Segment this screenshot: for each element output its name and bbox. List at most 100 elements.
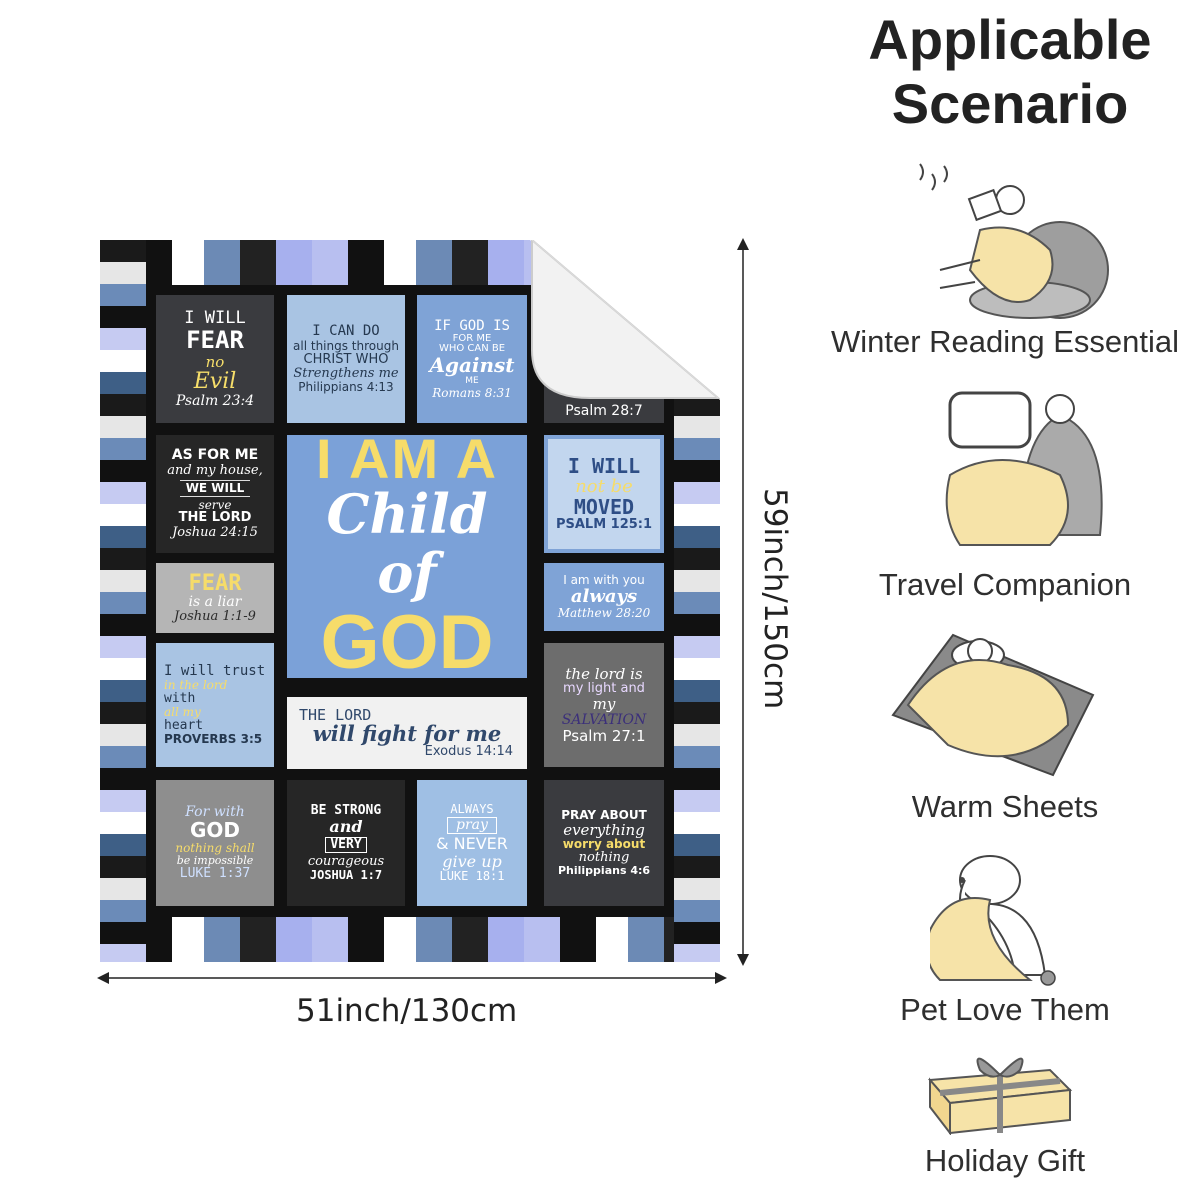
reading-icon [919, 163, 1109, 319]
tile-text: Evil [193, 368, 237, 394]
blanket-panel: I WILL FEAR no Evil Psalm 23:4 I CAN DO … [146, 285, 674, 917]
tile-text: the lord is [565, 665, 643, 684]
tile-text: CHRIST WHO [303, 351, 389, 367]
height-dimension-label: 59inch/150cm [757, 488, 793, 710]
tile-text: Philippians 4:6 [557, 864, 651, 878]
blanket-border-bottom [100, 908, 720, 962]
gift-icon [927, 1057, 1073, 1135]
tile-text: PSALM 125:1 [555, 517, 653, 533]
height-arrow [737, 238, 749, 966]
tile-text: IF GOD IS [434, 317, 510, 334]
tile-text: serve [198, 497, 232, 512]
scenario-item-gift: Holiday Gift [820, 1045, 1190, 1185]
center-text-line1: I AM A [315, 435, 499, 490]
scenario-title-line2: Scenario [891, 72, 1129, 135]
tile-text: LUKE 1:37 [179, 865, 251, 881]
tile-the-lord-is-my-light: the lord is my light and my SALVATION Ps… [544, 643, 664, 767]
scenario-title: Applicable Scenario [800, 8, 1200, 136]
tile-text: Exodus 14:14 [424, 744, 513, 760]
tile-text: SALVATION [561, 711, 647, 728]
tile-text: VERY [325, 837, 367, 854]
tile-text: all things through [293, 338, 399, 353]
tile-text: give up [442, 851, 502, 871]
tile-for-with-god: For with GOD nothing shall be impossible… [156, 780, 274, 906]
tile-text: MOVED [573, 494, 635, 519]
tile-as-for-me: AS FOR ME and my house, WE WILL serve TH… [156, 435, 274, 553]
tile-always-pray: ALWAYS pray & NEVER give up LUKE 18:1 [417, 780, 527, 906]
tile-text: ALWAYS [450, 802, 494, 817]
tile-text: I am with you [563, 573, 645, 588]
tile-text: GOD [189, 818, 241, 843]
tile-text: Philippians 4:13 [298, 379, 394, 394]
width-dimension-label: 51inch/130cm [296, 993, 518, 1029]
tile-text: Psalm 27:1 [562, 726, 646, 745]
tile-text: JOSHUA 1:7 [309, 868, 383, 883]
scenario-label: Pet Love Them [900, 992, 1110, 1027]
tile-text: Joshua 24:15 [172, 524, 258, 540]
tile-text: I WILL [184, 308, 246, 329]
tile-text: will fight for me [312, 720, 502, 746]
center-text-line3: GOD [320, 600, 494, 678]
tile-text: Psalm 28:7 [565, 402, 643, 419]
tile-text: not be [575, 476, 633, 498]
tile-text: worry about [562, 837, 646, 852]
tile-text: and my house, [167, 462, 263, 478]
tile-text: in the lord [164, 678, 228, 693]
tile-text: For with [185, 804, 245, 821]
tile-text: I will trust [164, 662, 266, 679]
tile-text: all my [164, 705, 201, 720]
tile-text: no [205, 352, 225, 371]
tile-text: be impossible [176, 853, 254, 867]
tile-text: AS FOR ME [171, 447, 259, 464]
tile-i-will-trust: I will trust in the lord with all my hea… [156, 643, 274, 767]
tile-text: ME [465, 375, 479, 386]
scenario-title-line1: Applicable [868, 8, 1152, 71]
tile-text: heart [164, 718, 204, 734]
tile-text: PRAY ABOUT [561, 808, 647, 822]
scenario-label: Warm Sheets [911, 789, 1099, 824]
tile-text: Joshua 1:1-9 [174, 609, 256, 625]
tile-text: Strengthens me [293, 365, 399, 381]
tile-text: WE WILL [179, 479, 251, 497]
tile-be-strong: BE STRONG and VERY courageous JOSHUA 1:7 [287, 780, 405, 906]
scenario-label: Holiday Gift [924, 1143, 1086, 1178]
tile-text: my [592, 695, 616, 714]
tile-not-be-moved: I WILL not be MOVED PSALM 125:1 [544, 435, 664, 553]
tile-text: with [164, 691, 196, 707]
scenario-item-reading: Winter Reading Essential [820, 160, 1190, 370]
scenario-item-travel: Travel Companion [820, 385, 1190, 602]
tile-text: is a liar [188, 594, 242, 611]
tile-text: and [329, 816, 363, 836]
tile-text: Psalm 23:4 [175, 392, 255, 409]
tile-text: courageous [307, 854, 385, 870]
tile-text: BE STRONG [310, 802, 382, 818]
tile-text: always [570, 586, 638, 608]
tile-text: Against [429, 353, 515, 378]
tile-text: Matthew 28:20 [557, 605, 651, 620]
tile-text: THE LORD [299, 705, 372, 724]
tile-i-am-with-you: I am with you always Matthew 28:20 [544, 563, 664, 631]
tile-fear-no-evil: I WILL FEAR no Evil Psalm 23:4 [156, 295, 274, 423]
tile-text: FOR ME [452, 332, 492, 344]
blanket-fold-corner [530, 240, 720, 400]
tile-text: I WILL [567, 453, 641, 478]
tile-text: pray [447, 817, 497, 835]
scenario-label: Winter Reading Essential [830, 324, 1180, 359]
scenario-label: Travel Companion [878, 567, 1132, 602]
blanket-border-left [100, 240, 146, 962]
width-arrow [97, 972, 727, 984]
tile-text: WHO CAN BE [438, 343, 506, 355]
tile-text: FEAR [188, 570, 242, 596]
tile-text: my light and [563, 681, 645, 697]
tile-the-lord-will-fight: THE LORD will fight for me Exodus 14:14 [287, 697, 527, 769]
tile-text: LUKE 18:1 [439, 868, 505, 883]
travel-icon [945, 391, 1103, 546]
tile-fear-is-a-liar: FEAR is a liar Joshua 1:1-9 [156, 563, 274, 633]
pet-icon [930, 855, 1056, 986]
tile-text: Romans 8:31 [432, 385, 512, 400]
tile-text: I CAN DO [312, 323, 380, 340]
tile-i-can-do: I CAN DO all things through CHRIST WHO S… [287, 295, 405, 423]
tile-text: THE LORD [178, 510, 252, 526]
tile-text: & NEVER [436, 834, 508, 854]
tile-text: FEAR [186, 325, 244, 354]
